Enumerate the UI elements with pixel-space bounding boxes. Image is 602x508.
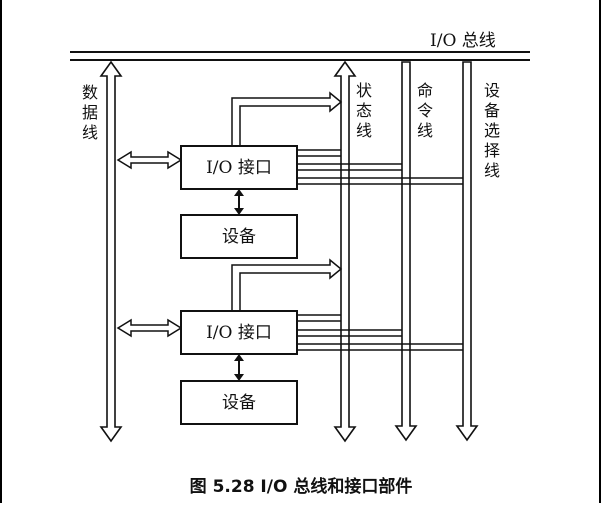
data-bidirectional-arrow xyxy=(116,318,183,338)
device-select-line-label-char: 择 xyxy=(484,141,500,160)
status-output-arrow xyxy=(231,258,343,312)
status-line-arrow xyxy=(333,60,357,443)
command-line-label-char: 命 xyxy=(417,81,433,100)
data-line-label-char: 线 xyxy=(82,123,98,142)
io-interface-label: I/O 接口 xyxy=(206,323,272,343)
command-line-label-char: 线 xyxy=(417,121,433,140)
command-line-arrow xyxy=(394,61,418,442)
device-label: 设备 xyxy=(222,227,256,247)
data-line-label: 数 据 线 xyxy=(82,83,103,142)
io-bus-top xyxy=(70,51,530,61)
device-box xyxy=(180,380,298,425)
status-output-arrow xyxy=(231,91,343,147)
io-module: I/O 接口 设备 xyxy=(116,258,463,425)
control-connection-lines xyxy=(297,314,463,351)
command-line-label: 命 令 线 xyxy=(417,81,438,140)
data-line-label-char: 据 xyxy=(82,103,98,122)
device-interface-arrow xyxy=(234,354,244,381)
data-bidirectional-arrow xyxy=(116,150,183,170)
status-line-label-char: 态 xyxy=(356,101,372,120)
device-select-line-label-char: 线 xyxy=(484,161,500,180)
io-interface-box xyxy=(180,145,298,190)
device-select-line-label-char: 设 xyxy=(484,81,500,100)
io-interface-box xyxy=(180,310,298,355)
io-module: I/O 接口 设备 xyxy=(116,91,463,259)
data-line-arrow xyxy=(99,60,123,443)
status-line-label: 状 态 线 xyxy=(356,81,377,140)
data-line-label-char: 数 xyxy=(82,83,98,102)
io-interface-label: I/O 接口 xyxy=(206,158,272,178)
device-select-line-label-char: 备 xyxy=(484,101,500,120)
device-select-line-label-char: 选 xyxy=(484,121,500,140)
status-line-label-char: 状 xyxy=(356,81,372,100)
device-select-line-arrow xyxy=(455,61,479,442)
bus-title: I/O 总线 xyxy=(430,31,496,51)
status-line-label-char: 线 xyxy=(356,121,372,140)
device-select-line-label: 设 备 选 择 线 xyxy=(484,81,505,180)
device-label: 设备 xyxy=(222,393,256,413)
command-line-label-char: 令 xyxy=(417,101,433,120)
figure-caption: 图 5.28 I/O 总线和接口部件 xyxy=(189,477,413,497)
device-interface-arrow xyxy=(234,189,244,215)
device-box xyxy=(180,214,298,259)
control-connection-lines xyxy=(297,149,463,185)
